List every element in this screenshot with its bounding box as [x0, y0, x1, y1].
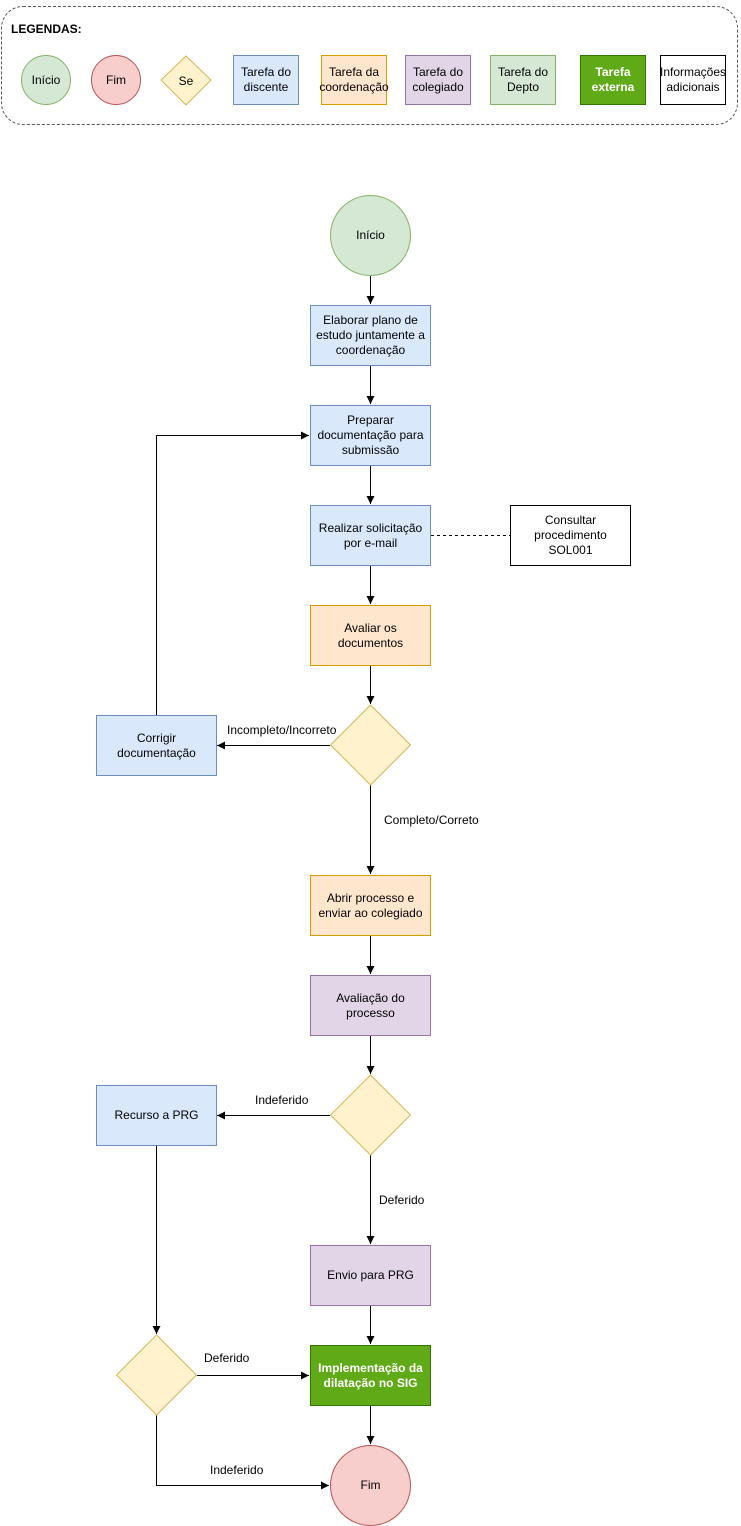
legend-department-task: Tarefa do Depto: [490, 55, 556, 105]
legend-coordination-task: Tarefa da coordenação: [319, 55, 389, 105]
step-correct: Corrigir documentação: [96, 715, 217, 776]
flow-start-node: Início: [330, 195, 411, 276]
legend-additional-info: Informações adicionais: [660, 55, 726, 105]
legend-end-shape: Fim: [91, 55, 141, 105]
legend-start-shape: Início: [21, 55, 71, 105]
decision-docs-diamond: [329, 704, 412, 786]
decision-appeal-diamond: [115, 1334, 198, 1416]
step-send-prg: Envio para PRG: [310, 1245, 431, 1306]
info-procedure: Consultar procedimento SOL001: [510, 505, 631, 566]
legend-panel: [1, 6, 738, 125]
step-prepare: Preparar documentação para submissão: [310, 405, 431, 466]
label-rejected-2: Indeferido: [210, 1463, 264, 1477]
label-complete: Completo/Correto: [384, 813, 479, 827]
step-request: Realizar solicitação por e-mail: [310, 505, 431, 566]
legend-collegiate-task: Tarefa do colegiado: [405, 55, 471, 105]
label-incomplete: Incompleto/Incorreto: [227, 723, 337, 737]
label-rejected-1: Indeferido: [255, 1093, 309, 1107]
legend-student-task: Tarefa do discente: [233, 55, 299, 105]
step-evaluate-process: Avaliação do processo: [310, 975, 431, 1036]
label-approved-2: Deferido: [204, 1351, 250, 1365]
step-evaluate-docs: Avaliar os documentos: [310, 605, 431, 666]
step-plan: Elaborar plano de estudo juntamente a co…: [310, 305, 431, 366]
flow-end-node: Fim: [330, 1445, 411, 1526]
legend-decision-label: Se: [178, 73, 194, 88]
legend-title: LEGENDAS:: [11, 22, 82, 36]
step-implement: Implementação da dilatação no SIG: [310, 1345, 431, 1406]
step-open-process: Abrir processo e enviar ao colegiado: [310, 875, 431, 936]
legend-external-task: Tarefa externa: [580, 55, 646, 105]
decision-process-diamond: [329, 1074, 412, 1156]
label-approved-1: Deferido: [379, 1193, 425, 1207]
step-appeal: Recurso a PRG: [96, 1085, 217, 1146]
